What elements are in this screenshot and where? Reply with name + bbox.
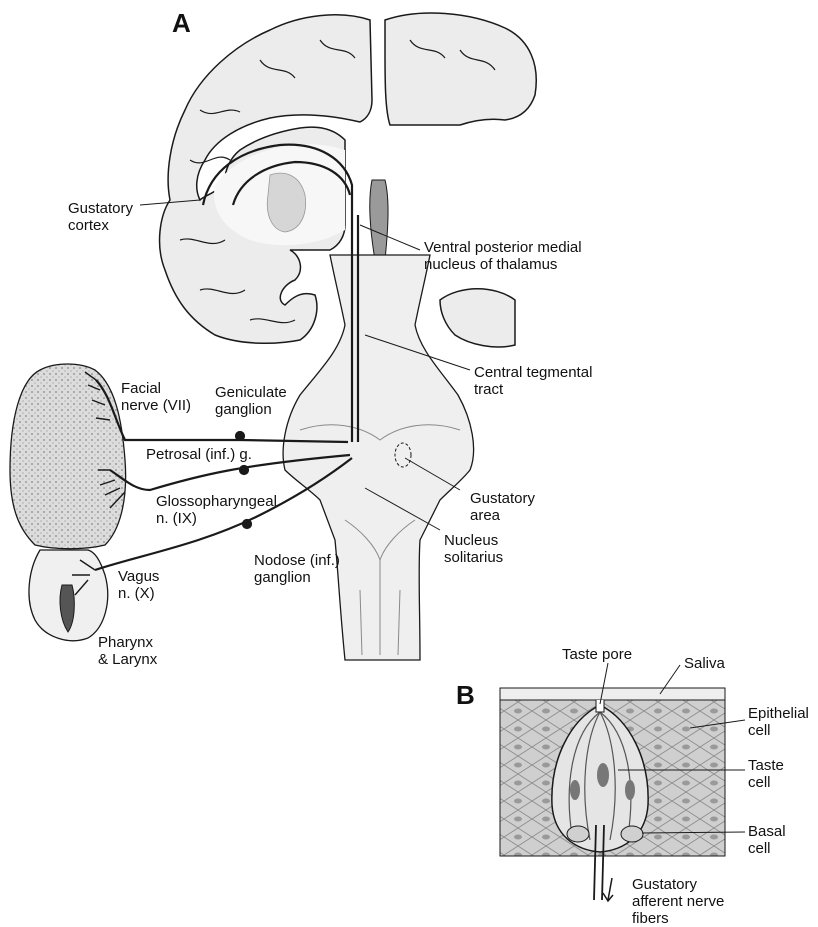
tongue <box>9 363 127 642</box>
nerve-pathways <box>72 143 360 596</box>
label-geniculate-ganglion: Geniculate ganglion <box>215 384 287 418</box>
label-taste-cell: Taste cell <box>748 757 784 791</box>
label-vpm-nucleus: Ventral posterior medial nucleus of thal… <box>424 239 582 273</box>
larynx-opening <box>59 584 75 633</box>
label-nodose-ganglion: Nodose (inf.) ganglion <box>254 552 340 586</box>
label-gustatory-cortex: Gustatory cortex <box>68 200 134 234</box>
saliva-layer <box>499 687 726 701</box>
brainstem-body <box>282 254 475 661</box>
leader-basal-cell <box>641 831 746 834</box>
leader-nucleus-solitarius <box>364 487 441 531</box>
arrow-down-icon <box>602 877 614 903</box>
leader-gustatory-area <box>404 457 461 491</box>
label-epithelial-cell: Epithelial cell <box>748 705 809 739</box>
taste-cell-nucleus-2 <box>570 780 580 800</box>
leader-lines-b <box>599 662 746 834</box>
glossopharyngeal-fiber <box>109 453 351 492</box>
label-pharynx-larynx: Pharynx & Larynx <box>98 634 158 668</box>
central-tegmental-tract-fibers <box>350 215 360 442</box>
cortical-projection-2 <box>231 160 352 206</box>
geniculate-ganglion-node <box>234 430 246 442</box>
label-taste-pore: Taste pore <box>562 646 633 663</box>
label-gustatory-area: Gustatory area <box>470 490 536 524</box>
basal-cell-2 <box>620 825 644 843</box>
taste-pore-opening <box>595 700 605 713</box>
nodose-ganglion-node <box>241 518 253 530</box>
taste-bud <box>499 687 726 903</box>
afferent-fibers <box>593 824 605 901</box>
leader-lines <box>139 199 471 531</box>
leader-saliva <box>659 664 681 695</box>
leader-epithelial <box>689 719 746 729</box>
brainstem <box>282 254 475 661</box>
gyri-folds <box>179 39 496 324</box>
right-temporal-lobe <box>439 288 516 348</box>
label-facial-nerve: Facial nerve (VII) <box>121 380 192 414</box>
leader-gustatory-cortex <box>139 199 201 206</box>
taste-cells <box>568 711 632 841</box>
label-vagus: Vagus n. (X) <box>118 568 160 602</box>
label-gustatory-afferent: Gustatory afferent nerve fibers <box>632 876 725 927</box>
petrosal-ganglion-node <box>238 464 250 476</box>
label-central-tegmental-tract: Central tegmental tract <box>474 364 593 398</box>
gustatory-area-dot <box>394 442 412 468</box>
thalamus-region <box>266 172 307 233</box>
taste-cell-nucleus-3 <box>625 780 635 800</box>
leader-ctt <box>364 334 471 371</box>
facial-nerve-fiber <box>95 379 349 444</box>
panel-a-label: A <box>172 8 191 38</box>
taste-cell-nucleus-1 <box>597 763 609 787</box>
label-saliva: Saliva <box>684 655 725 672</box>
leader-vpm <box>359 224 421 251</box>
label-petrosal: Petrosal (inf.) g. <box>146 446 252 463</box>
leader-taste-pore <box>599 662 609 705</box>
label-basal-cell: Basal cell <box>748 823 786 857</box>
label-glossopharyngeal: Glossopharyngeal n. (IX) <box>156 493 277 527</box>
brain-section <box>158 12 537 348</box>
tongue-branches <box>72 371 126 596</box>
panel-b-label: B <box>456 680 475 710</box>
label-nucleus-solitarius: Nucleus solitarius <box>444 532 504 566</box>
cortical-projection <box>201 143 354 215</box>
right-hemisphere <box>384 12 537 126</box>
tongue-body <box>9 363 127 550</box>
basal-cell-1 <box>566 825 590 843</box>
brainstem-contours <box>299 424 461 656</box>
vagus-fiber <box>94 457 353 572</box>
